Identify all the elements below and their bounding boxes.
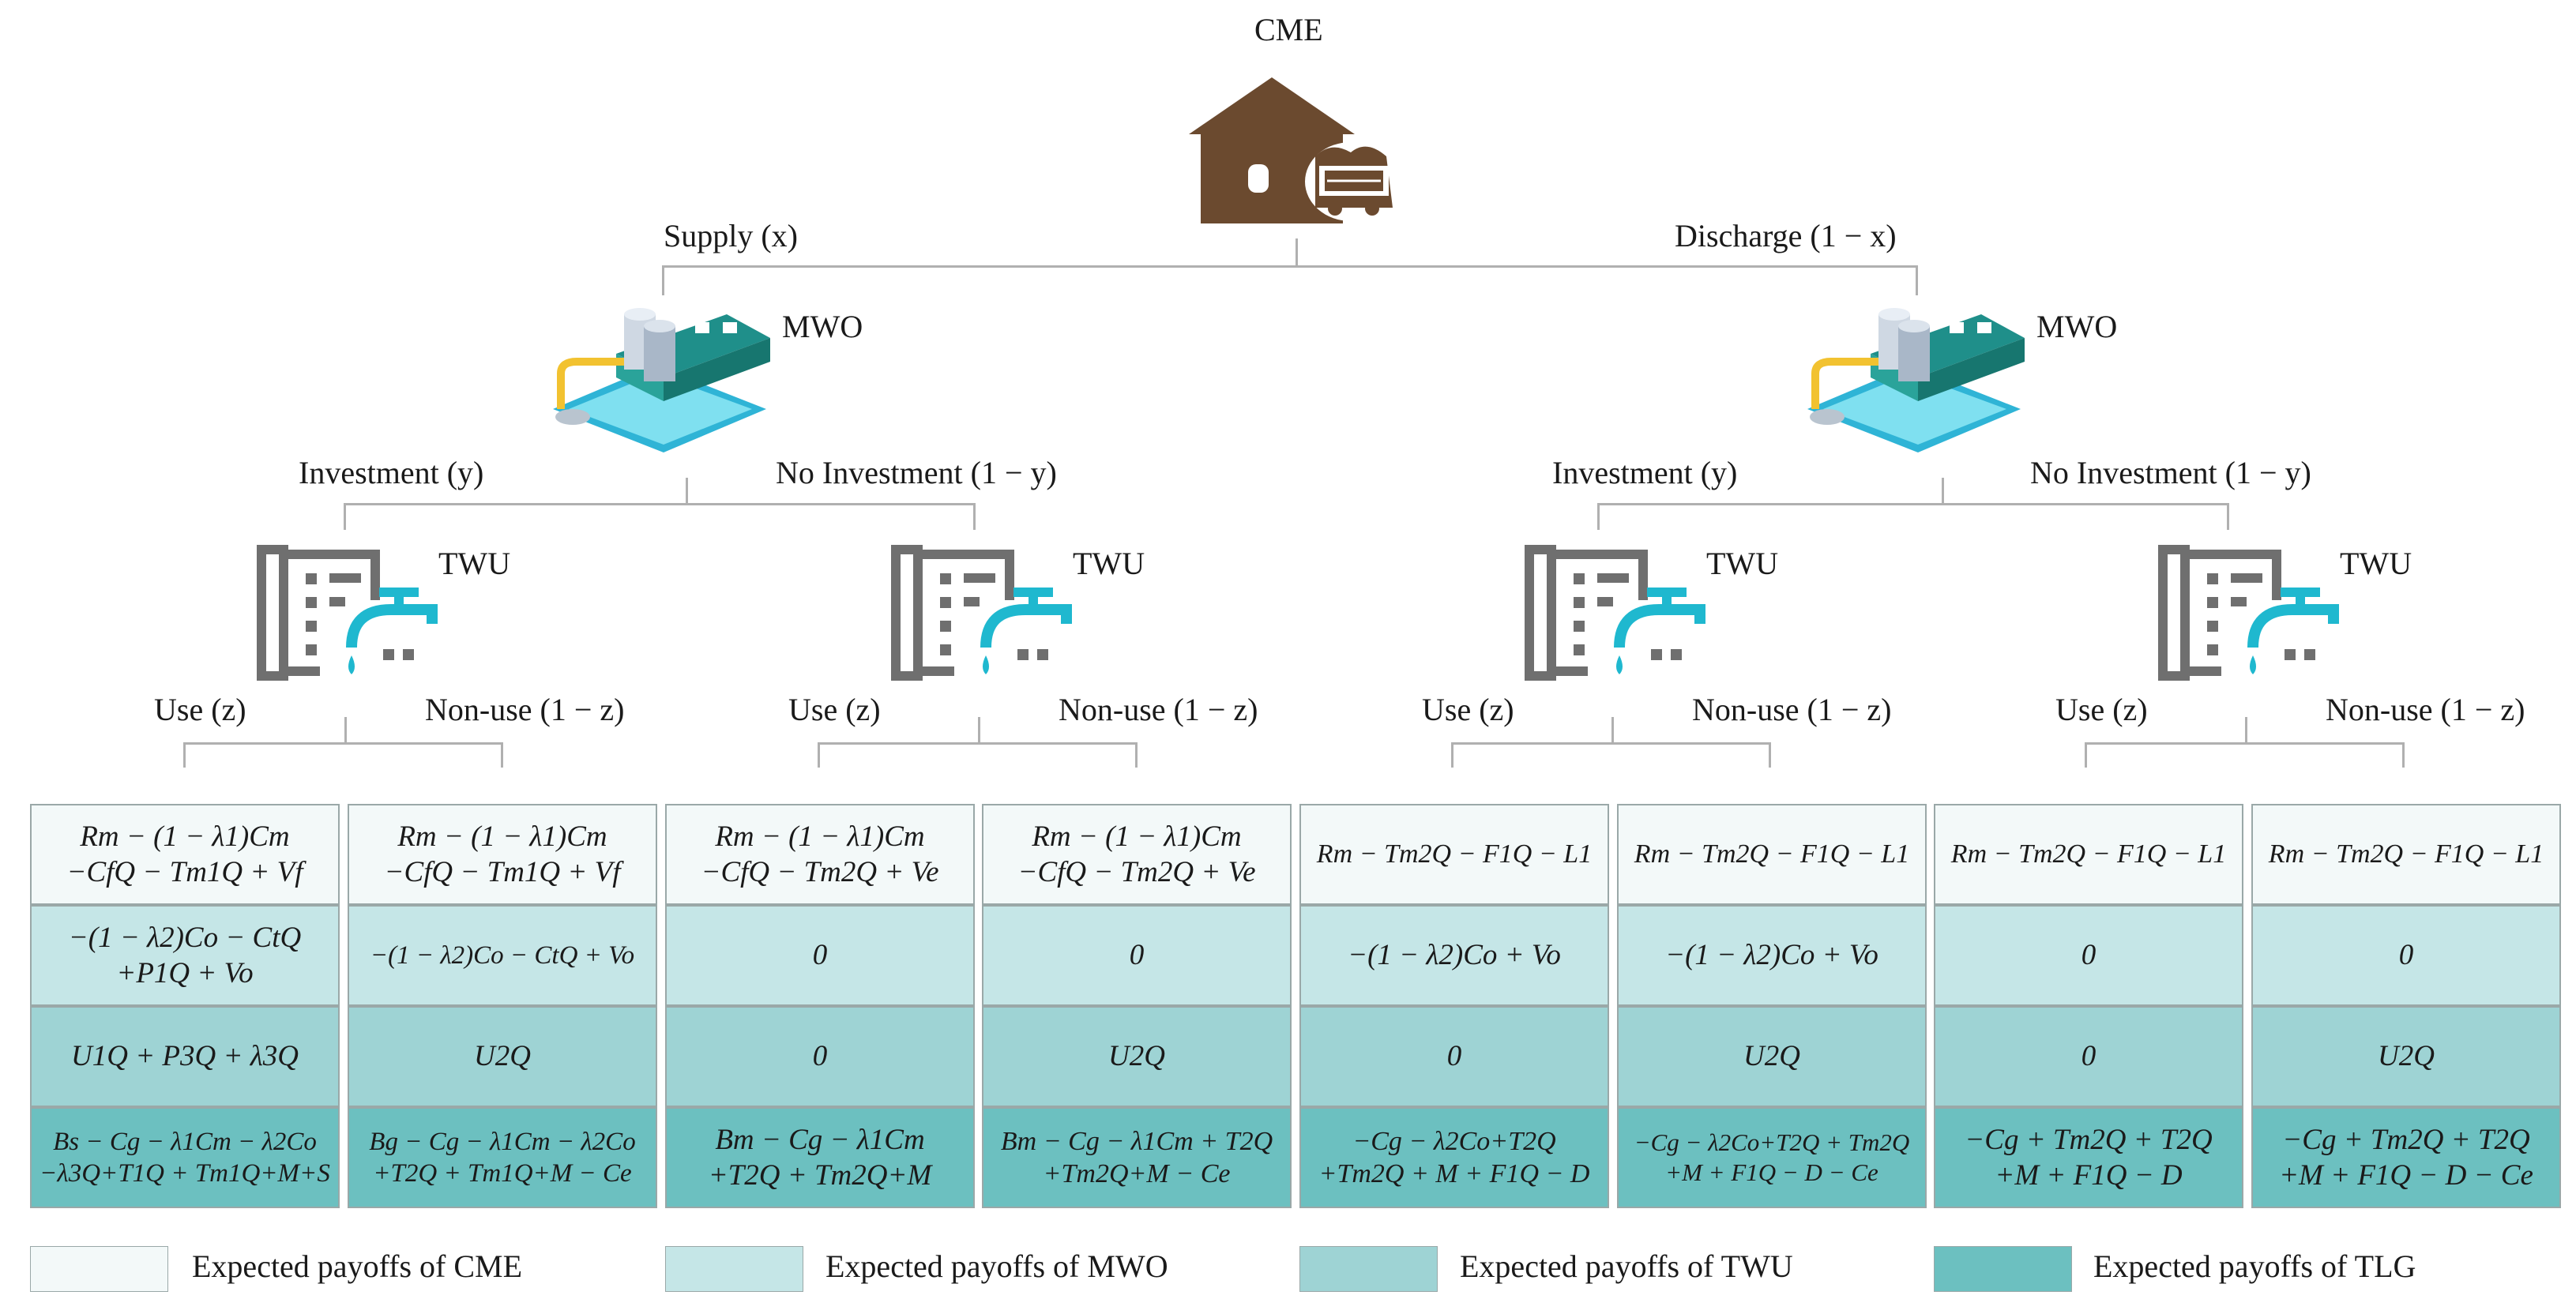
connector <box>2085 742 2087 768</box>
payoff-twu-1: U1Q + P3Q + λ3Q <box>30 1006 340 1107</box>
payoff-mwo-3: 0 <box>665 905 975 1006</box>
branch-no-investment-right: No Investment (1 − y) <box>2030 455 2311 490</box>
connector <box>973 503 976 530</box>
payoff-cme-3: Rm − (1 − λ1)Cm −CfQ − Tm2Q + Ve <box>665 804 975 905</box>
water-utility-tap-icon <box>257 545 438 681</box>
payoff-tlg-5: −Cg − λ2Co+T2Q +Tm2Q + M + F1Q − D <box>1299 1107 1609 1208</box>
water-plant-icon <box>553 308 770 452</box>
payoff-mwo-4: 0 <box>982 905 1292 1006</box>
twu-label-1: TWU <box>438 546 511 581</box>
payoff-twu-2: U2Q <box>348 1006 657 1107</box>
twu-label-2: TWU <box>1073 546 1145 581</box>
connector <box>501 742 503 768</box>
legend-label-twu: Expected payoffs of TWU <box>1460 1248 1793 1284</box>
payoff-tlg-1: Bs − Cg − λ1Cm − λ2Co −λ3Q+T1Q + Tm1Q+M+… <box>30 1107 340 1208</box>
water-plant-icon <box>1807 308 2025 452</box>
payoff-mwo-7: 0 <box>1934 905 2243 1006</box>
house-cart-icon <box>1189 77 1397 223</box>
payoff-tlg-4: Bm − Cg − λ1Cm + T2Q +Tm2Q+M − Ce <box>982 1107 1292 1208</box>
payoff-cme-6: Rm − Tm2Q − F1Q − L1 <box>1617 804 1927 905</box>
payoff-twu-4: U2Q <box>982 1006 1292 1107</box>
connector <box>1942 478 1944 503</box>
water-utility-tap-icon <box>891 545 1072 681</box>
connector <box>1135 742 1138 768</box>
branch-use-3: Use (z) <box>1422 692 1514 727</box>
branch-no-investment-left: No Investment (1 − y) <box>776 455 1057 490</box>
connector <box>662 265 664 295</box>
connector <box>183 742 503 745</box>
connector <box>818 742 1138 745</box>
twu-label-4: TWU <box>2340 546 2412 581</box>
connector <box>1296 238 1298 265</box>
connector <box>2245 717 2247 742</box>
connector <box>2227 503 2229 530</box>
payoff-cme-2: Rm − (1 − λ1)Cm −CfQ − Tm1Q + Vf <box>348 804 657 905</box>
connector <box>183 742 186 768</box>
payoff-twu-7: 0 <box>1934 1006 2243 1107</box>
branch-nonuse-3: Non-use (1 − z) <box>1692 692 1892 727</box>
payoff-tlg-3: Bm − Cg − λ1Cm +T2Q + Tm2Q+M <box>665 1107 975 1208</box>
branch-use-4: Use (z) <box>2055 692 2148 727</box>
connector <box>1451 742 1453 768</box>
mwo-label-left: MWO <box>782 309 863 344</box>
payoff-tlg-7: −Cg + Tm2Q + T2Q +M + F1Q − D <box>1934 1107 2243 1208</box>
payoff-mwo-8: 0 <box>2251 905 2561 1006</box>
connector <box>1597 503 1600 530</box>
legend-swatch-tlg <box>1934 1246 2072 1292</box>
connector <box>1916 265 1918 295</box>
branch-discharge: Discharge (1 − x) <box>1675 218 1897 253</box>
connector <box>686 478 688 503</box>
payoff-twu-8: U2Q <box>2251 1006 2561 1107</box>
branch-nonuse-4: Non-use (1 − z) <box>2326 692 2525 727</box>
water-utility-tap-icon <box>2158 545 2339 681</box>
connector <box>1597 503 2229 505</box>
payoff-tlg-6: −Cg − λ2Co+T2Q + Tm2Q +M + F1Q − D − Ce <box>1617 1107 1927 1208</box>
payoff-cme-1: Rm − (1 − λ1)Cm −CfQ − Tm1Q + Vf <box>30 804 340 905</box>
payoff-mwo-2: −(1 − λ2)Co − CtQ + Vo <box>348 905 657 1006</box>
water-utility-tap-icon <box>1525 545 1705 681</box>
payoff-cme-5: Rm − Tm2Q − F1Q − L1 <box>1299 804 1609 905</box>
payoff-twu-3: 0 <box>665 1006 975 1107</box>
connector <box>1451 742 1771 745</box>
connector <box>344 717 347 742</box>
connector <box>1769 742 1771 768</box>
connector <box>344 503 976 505</box>
payoff-twu-6: U2Q <box>1617 1006 1927 1107</box>
legend-label-mwo: Expected payoffs of MWO <box>825 1248 1168 1284</box>
legend-swatch-mwo <box>665 1246 803 1292</box>
twu-label-3: TWU <box>1706 546 1779 581</box>
connector <box>978 717 980 742</box>
payoff-cme-4: Rm − (1 − λ1)Cm −CfQ − Tm2Q + Ve <box>982 804 1292 905</box>
payoff-tlg-8: −Cg + Tm2Q + T2Q +M + F1Q − D − Ce <box>2251 1107 2561 1208</box>
branch-investment-right: Investment (y) <box>1552 455 1738 490</box>
payoff-tlg-2: Bg − Cg − λ1Cm − λ2Co +T2Q + Tm1Q+M − Ce <box>348 1107 657 1208</box>
payoff-cme-7: Rm − Tm2Q − F1Q − L1 <box>1934 804 2243 905</box>
payoff-mwo-6: −(1 − λ2)Co + Vo <box>1617 905 1927 1006</box>
branch-nonuse-1: Non-use (1 − z) <box>425 692 625 727</box>
legend-label-tlg: Expected payoffs of TLG <box>2093 1248 2416 1284</box>
connector <box>2402 742 2405 768</box>
root-label: CME <box>1254 12 1323 47</box>
payoff-twu-5: 0 <box>1299 1006 1609 1107</box>
branch-use-2: Use (z) <box>788 692 881 727</box>
branch-supply: Supply (x) <box>664 218 798 253</box>
connector <box>818 742 820 768</box>
connector <box>662 265 1918 268</box>
connector <box>1611 717 1614 742</box>
connector <box>344 503 346 530</box>
payoff-mwo-5: −(1 − λ2)Co + Vo <box>1299 905 1609 1006</box>
payoff-mwo-1: −(1 − λ2)Co − CtQ +P1Q + Vo <box>30 905 340 1006</box>
branch-nonuse-2: Non-use (1 − z) <box>1059 692 1258 727</box>
mwo-label-right: MWO <box>2036 309 2118 344</box>
connector <box>2085 742 2405 745</box>
legend-swatch-cme <box>30 1246 168 1292</box>
branch-investment-left: Investment (y) <box>299 455 484 490</box>
legend-label-cme: Expected payoffs of CME <box>192 1248 523 1284</box>
branch-use-1: Use (z) <box>154 692 246 727</box>
payoff-cme-8: Rm − Tm2Q − F1Q − L1 <box>2251 804 2561 905</box>
legend-swatch-twu <box>1299 1246 1438 1292</box>
